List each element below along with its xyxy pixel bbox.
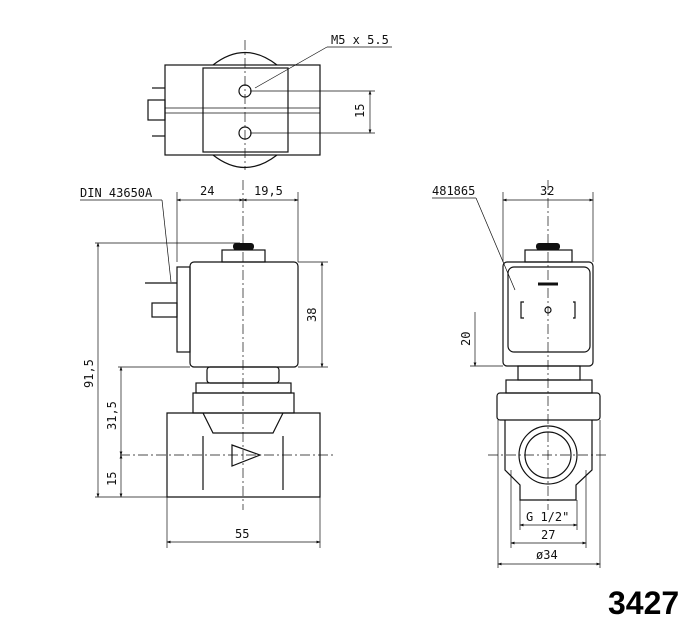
- dim-coil-width: 32: [540, 184, 554, 198]
- dim-hex: 27: [541, 528, 555, 542]
- dim-coil-offset: 20: [459, 332, 473, 346]
- dim-left-width: 24: [200, 184, 214, 198]
- dim-coil-height: 38: [305, 308, 319, 322]
- dim-diameter: ø34: [536, 548, 558, 562]
- side-view: 32 481865 20 G 1/2" 27 ø34: [432, 180, 608, 568]
- connector-label: DIN 43650A: [80, 186, 153, 200]
- dim-body-length: 55: [235, 527, 249, 541]
- dim-body-height: 31,5: [105, 401, 119, 430]
- dim-thread: G 1/2": [526, 510, 569, 524]
- terminal-icon: [151, 302, 178, 318]
- connector-pins-icon: [520, 301, 576, 319]
- dim-right-width: 19,5: [254, 184, 283, 198]
- model-number: 3427: [608, 585, 679, 619]
- cap-nut-icon: [233, 243, 254, 250]
- top-view: 15 M5 x 5.5: [147, 33, 392, 170]
- dim-hole-spacing: 15: [353, 104, 367, 118]
- dim-axis-height: 15: [105, 472, 119, 486]
- terminal-icon: [147, 99, 166, 121]
- cap-nut-icon: [536, 243, 560, 250]
- front-view: 24 19,5 DIN 43650A 38 91,5 31,5 15 55: [80, 180, 335, 548]
- flow-arrow-icon: [231, 444, 262, 467]
- thread-label: M5 x 5.5: [331, 33, 389, 47]
- dim-total-height: 91,5: [82, 359, 96, 388]
- part-label: 481865: [432, 184, 475, 198]
